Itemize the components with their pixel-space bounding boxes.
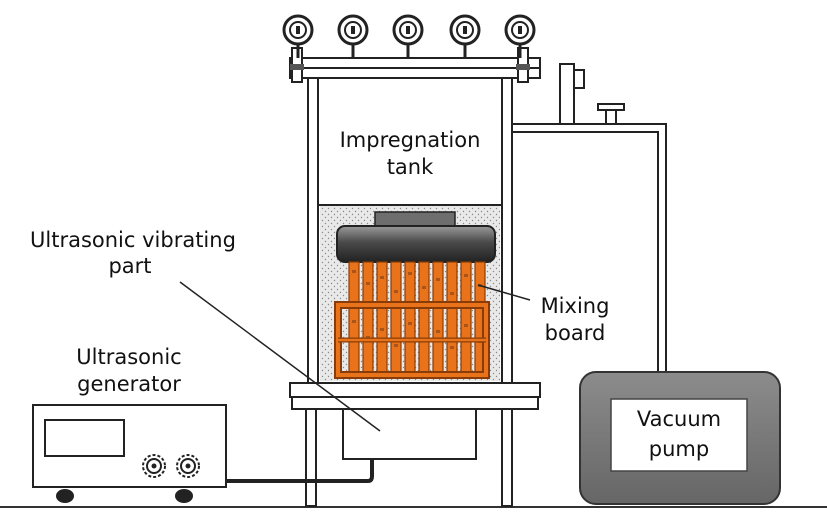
label-ultrasonic-generator-line2: generator <box>77 372 181 396</box>
mixing-board-top-plate <box>374 211 456 227</box>
label-ultrasonic-vibrating-line2: part <box>108 254 151 278</box>
mixing-board-rods <box>348 261 486 373</box>
pressure-gauge-icon <box>337 14 369 58</box>
tank-top-beam <box>289 57 541 69</box>
mixing-board-disc <box>336 225 496 263</box>
label-impregnation-tank-line2: tank <box>387 155 434 179</box>
tank-base-platform <box>289 382 541 507</box>
platform-leg-right <box>501 408 513 507</box>
vacuum-pump-label-line1: Vacuum <box>637 407 721 431</box>
vacuum-piping <box>512 63 667 372</box>
ultrasonic-vibrating-part <box>342 408 477 460</box>
valve-stem <box>559 63 575 125</box>
tank-wall-right <box>501 77 513 384</box>
generator-display <box>44 419 125 457</box>
label-ultrasonic-vibrating-line1: Ultrasonic vibrating <box>30 228 236 252</box>
vacuum-pump: Vacuum pump <box>579 371 781 505</box>
label-ultrasonic-generator-line1: Ultrasonic <box>76 345 181 369</box>
tank-wall-left <box>307 77 319 384</box>
mixing-board-assembly <box>334 211 496 379</box>
caster-wheel-icon <box>175 489 193 503</box>
platform-leg-left <box>305 408 317 507</box>
mixing-board-leader <box>477 284 531 301</box>
platform-lower <box>291 396 539 410</box>
generator-cable <box>226 459 374 483</box>
vibrating-part-leader <box>179 281 381 432</box>
caster-wheel-icon <box>56 489 74 503</box>
tank-top-beam-lower <box>289 67 541 79</box>
gear-knob-icon <box>176 454 200 478</box>
platform-top <box>289 382 541 398</box>
gear-knob-icon <box>142 454 166 478</box>
vacuum-pump-label-line2: pump <box>649 437 709 461</box>
label-impregnation-tank-line1: Impregnation <box>340 128 481 152</box>
vacuum-pump-label-panel <box>610 398 748 472</box>
pressure-gauge-icon <box>504 14 536 58</box>
label-mixing-board-line2: board <box>545 321 606 345</box>
pressure-gauge-icon <box>282 14 314 58</box>
ultrasonic-generator <box>32 404 227 503</box>
pressure-gauge-icon <box>392 14 424 58</box>
pressure-gauge-icon <box>449 14 481 58</box>
pressure-gauges <box>282 14 536 58</box>
label-mixing-board-line1: Mixing <box>541 294 610 318</box>
valve-handle <box>573 69 585 89</box>
